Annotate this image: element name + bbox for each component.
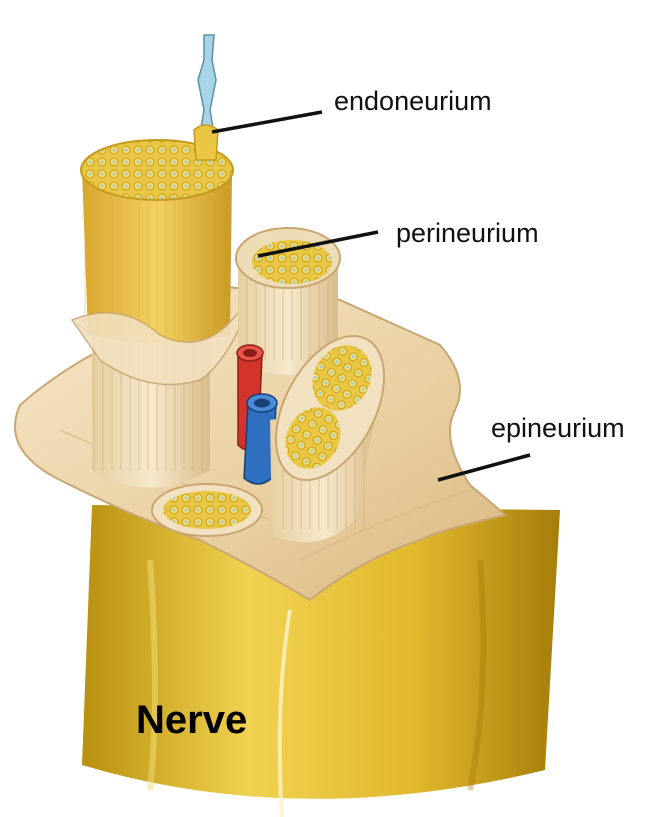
epineurium-leader	[437, 453, 531, 482]
nerve-trunk-fold	[277, 609, 292, 817]
nerve-trunk	[82, 505, 560, 799]
fascicle-back-right-top	[252, 240, 332, 284]
nerve-label: Nerve	[136, 698, 248, 742]
endoneurium-sleeve	[193, 124, 219, 161]
perineurium-leader	[257, 230, 379, 258]
endoneurium-label: endoneurium	[334, 86, 492, 116]
fascicle-right-top-b	[285, 407, 341, 469]
fascicle-right-top-a	[312, 345, 372, 411]
endoneurium-leader	[211, 110, 323, 134]
epineurium-label: epineurium	[491, 413, 625, 443]
perineurium-label: perineurium	[396, 218, 539, 248]
